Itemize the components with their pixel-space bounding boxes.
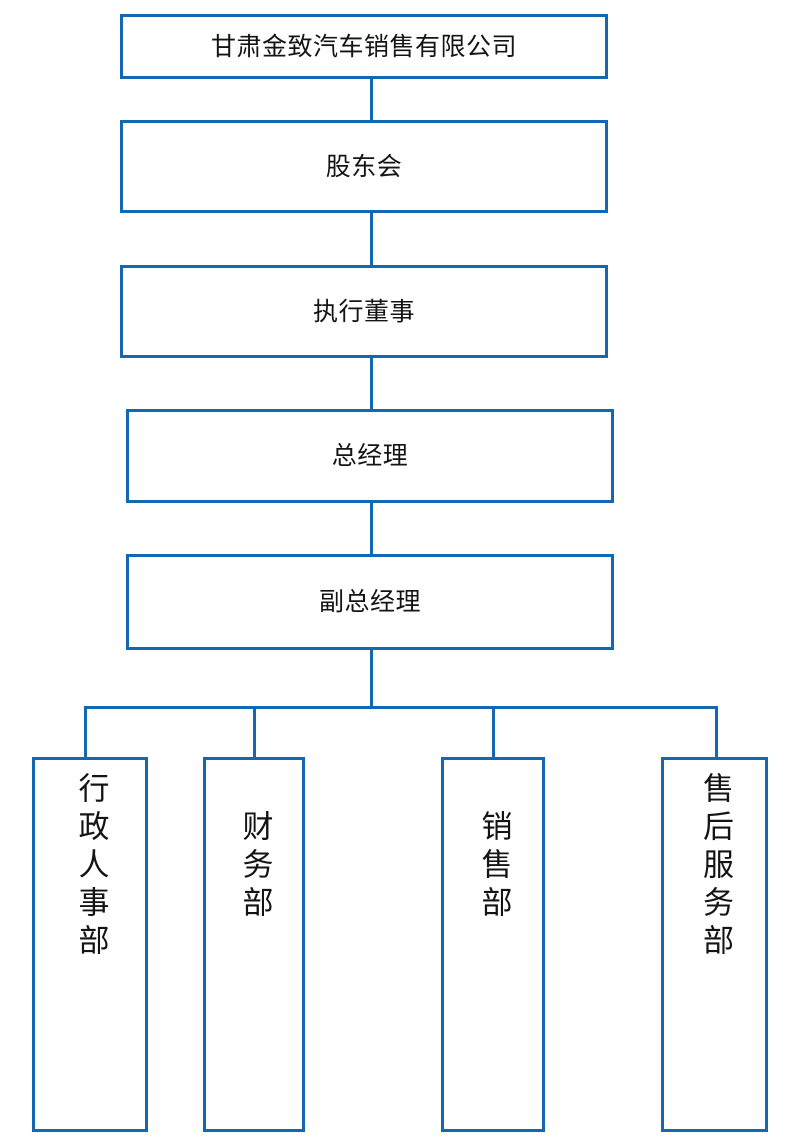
org-node-department-after-sales-service-label: 售后服务部 (697, 771, 733, 962)
org-node-department-sales[interactable]: 销售部 (441, 757, 545, 1132)
connector-bus-to-dept-1 (84, 706, 87, 758)
connector-bus-to-dept-2 (253, 706, 256, 758)
org-node-department-admin-hr[interactable]: 行政人事部 (32, 757, 148, 1132)
org-node-department-sales-label: 销售部 (475, 809, 512, 924)
org-node-department-finance-label: 财务部 (236, 809, 273, 924)
org-node-company[interactable]: 甘肃金致汽车销售有限公司 (120, 14, 608, 79)
connector-bus-to-dept-4 (715, 706, 718, 758)
org-node-deputy-general-manager[interactable]: 副总经理 (126, 554, 614, 650)
connector-department-bus (84, 706, 718, 709)
org-node-company-label: 甘肃金致汽车销售有限公司 (210, 31, 517, 61)
org-node-department-after-sales-service[interactable]: 售后服务部 (661, 757, 768, 1132)
org-node-department-admin-hr-label: 行政人事部 (72, 771, 109, 962)
org-node-deputy-general-manager-label: 副总经理 (318, 587, 421, 616)
org-node-executive-director-label: 执行董事 (312, 296, 415, 326)
connector-shareholders-to-director (370, 213, 373, 266)
org-node-department-finance[interactable]: 财务部 (203, 757, 305, 1132)
connector-general-manager-to-deputy-manager (370, 503, 373, 555)
org-node-executive-director[interactable]: 执行董事 (120, 265, 608, 358)
connector-company-to-shareholders (370, 79, 373, 121)
connector-director-to-general-manager (370, 358, 373, 410)
org-node-shareholders-label: 股东会 (325, 151, 403, 181)
org-node-general-manager[interactable]: 总经理 (126, 409, 614, 503)
org-node-general-manager-label: 总经理 (331, 441, 409, 470)
org-node-shareholders[interactable]: 股东会 (120, 120, 608, 213)
connector-bus-to-dept-3 (492, 706, 495, 758)
connector-deputy-manager-drop (370, 650, 373, 708)
